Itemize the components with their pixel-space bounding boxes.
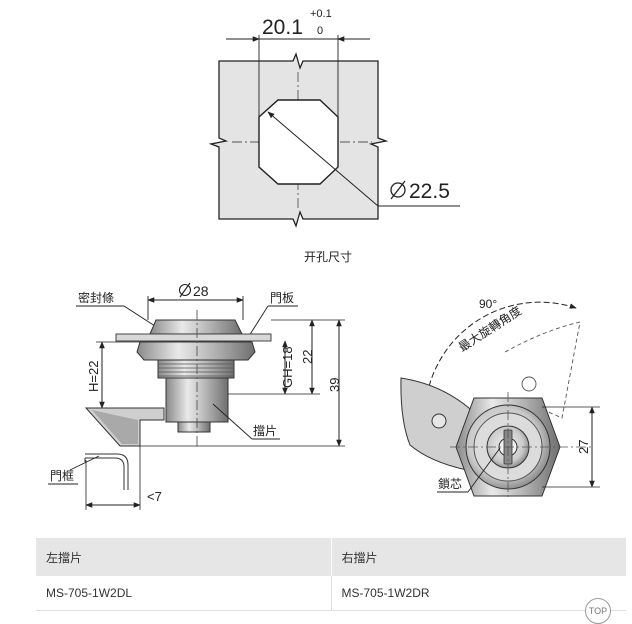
cutout-tol-lower: 0: [317, 25, 323, 37]
back-to-top-button[interactable]: TOP: [585, 598, 611, 624]
cutout-drawing: 20.1 +0.1 0 22.5 开孔尺寸: [208, 8, 460, 264]
cam-label: 擋片: [253, 424, 277, 438]
cutout-width: 20.1: [262, 16, 303, 39]
h-dimension: H=22: [86, 361, 101, 392]
header-left-cam: 左擋片: [36, 538, 332, 576]
cutout-tol-upper: +0.1: [310, 8, 332, 20]
dim-27: 27: [576, 440, 591, 454]
lock-flange: [149, 319, 243, 335]
front-view-drawing: 90° 最大旋轉角度 27 鎖芯: [400, 297, 600, 500]
header-right-cam: 右擋片: [331, 538, 626, 576]
panel-label: 門板: [270, 291, 294, 305]
gap-dimension: <7: [147, 489, 162, 504]
dim-39: 39: [327, 378, 342, 392]
seal-label: 密封條: [78, 290, 114, 305]
cutout-hole: [258, 99, 339, 185]
gh-dimension: GH=18: [280, 346, 295, 388]
table-row: MS-705-1W2DL MS-705-1W2DR: [36, 576, 626, 611]
side-view-drawing: 28 密封條 門板 H=22: [48, 282, 345, 510]
table-header-row: 左擋片 右擋片: [36, 538, 626, 576]
angle-label: 90°: [479, 297, 497, 311]
model-left: MS-705-1W2DL: [36, 576, 332, 611]
model-table: 左擋片 右擋片 MS-705-1W2DL MS-705-1W2DR: [36, 538, 626, 611]
cutout-diameter: 22.5: [409, 180, 450, 203]
dim-22: 22: [300, 350, 315, 364]
core-label: 鎖芯: [438, 476, 462, 491]
flange-diameter: 28: [193, 283, 209, 299]
frame-label: 門框: [50, 469, 74, 483]
door-panel: [115, 333, 272, 342]
cutout-caption: 开孔尺寸: [304, 250, 352, 264]
lock-nut: [136, 341, 256, 361]
door-frame: [85, 453, 129, 490]
model-right: MS-705-1W2DR: [331, 576, 626, 611]
